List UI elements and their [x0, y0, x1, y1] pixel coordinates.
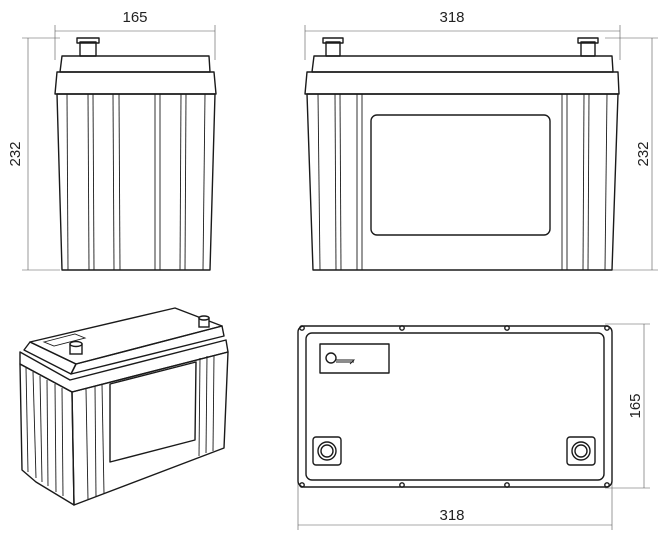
side-terminal-right — [580, 41, 596, 57]
top-rivets — [299, 325, 610, 488]
iso-label-panel — [109, 361, 197, 463]
top-view: 318 165 — [297, 323, 650, 530]
side-height-label: 232 — [635, 141, 652, 166]
top-depth-label: 165 — [627, 393, 644, 418]
indicator-icon — [325, 352, 337, 364]
front-width-label: 165 — [122, 9, 147, 26]
iso-terminal-back — [198, 315, 210, 328]
isometric-view — [19, 307, 229, 506]
top-indicator-box — [319, 343, 390, 374]
side-label-panel — [370, 114, 551, 236]
top-width-label: 318 — [439, 507, 464, 524]
top-outline — [297, 325, 613, 488]
front-terminal — [79, 41, 97, 57]
side-width-label: 318 — [439, 9, 464, 26]
iso-side-face — [71, 351, 229, 506]
front-height-label: 232 — [7, 141, 24, 166]
top-terminal-left — [312, 436, 342, 466]
front-lid — [59, 55, 211, 73]
iso-terminal-front — [69, 340, 83, 355]
side-view: 318 232 — [304, 9, 658, 271]
side-body — [306, 93, 619, 271]
front-view: 165 232 — [7, 9, 217, 271]
side-terminal-left — [325, 41, 341, 57]
front-body — [56, 93, 216, 271]
top-terminal-right — [566, 436, 596, 466]
